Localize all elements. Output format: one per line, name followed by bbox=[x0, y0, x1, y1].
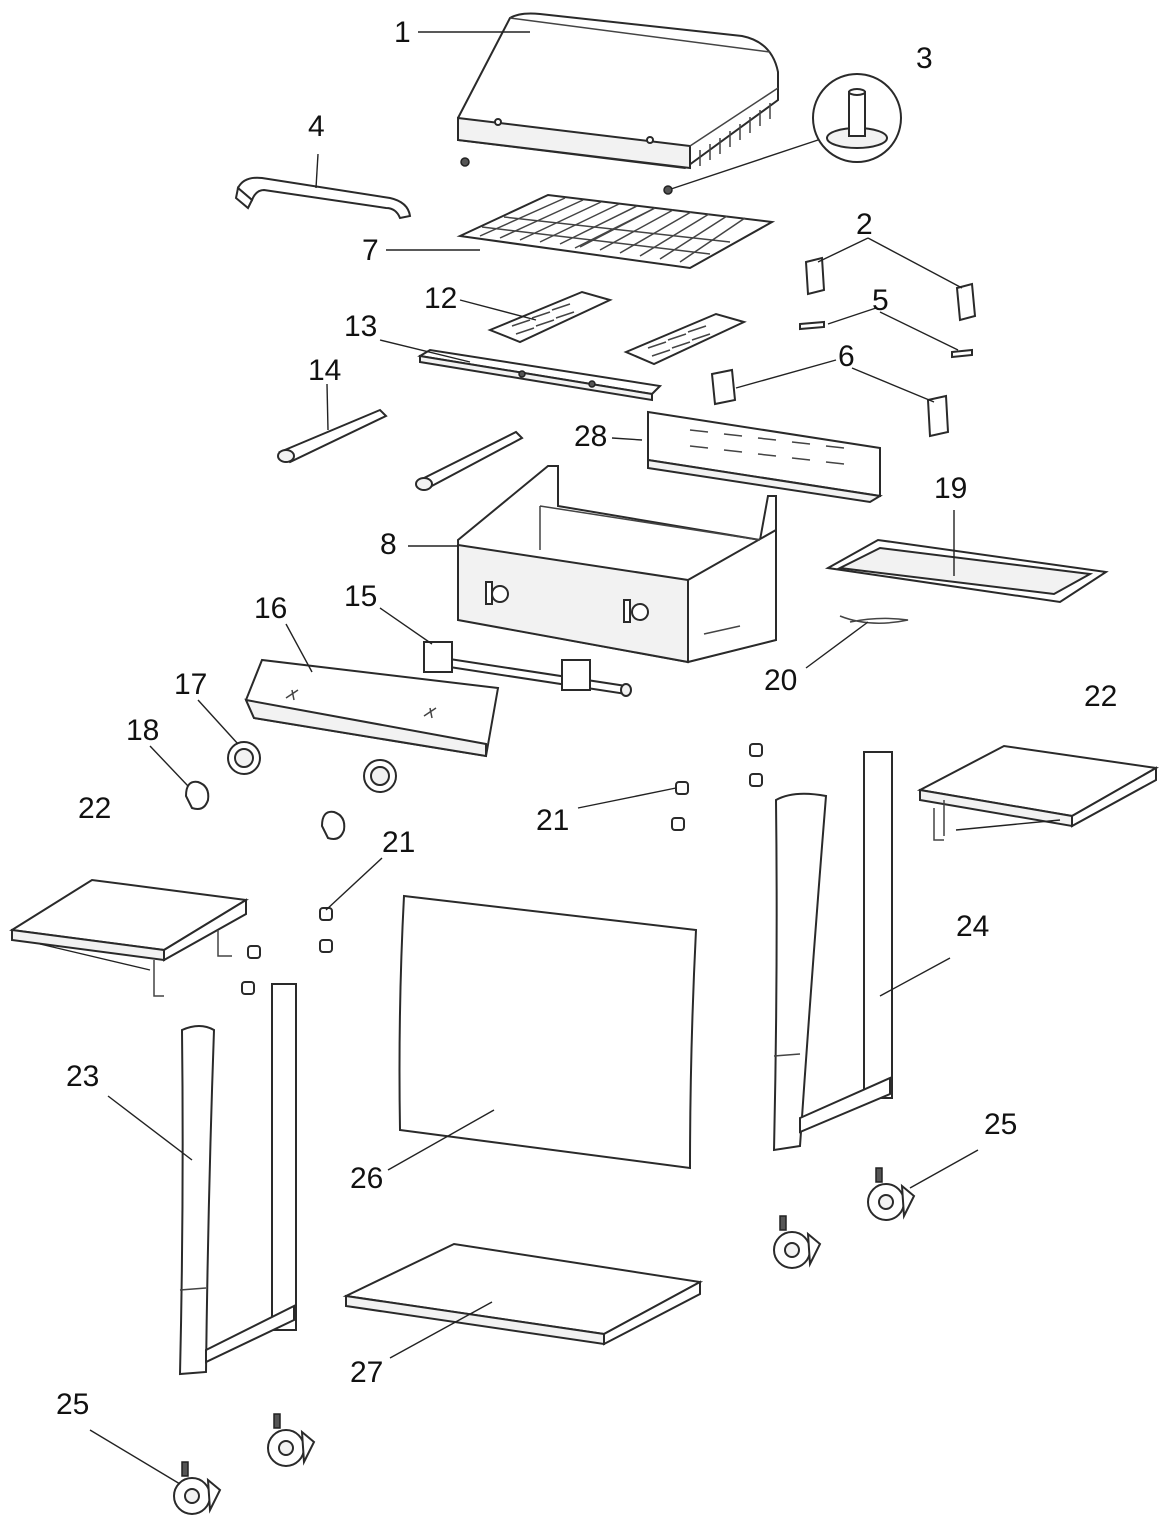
label-part-8: 8 bbox=[380, 528, 397, 561]
part-13-cross-bar bbox=[379, 339, 663, 402]
part-7-cooking-grate bbox=[456, 193, 776, 270]
part-3-thermometer bbox=[460, 73, 902, 195]
label-part-16: 16 bbox=[254, 592, 288, 625]
label-part-13: 13 bbox=[344, 310, 378, 343]
part-14-burners bbox=[277, 383, 524, 491]
label-part-17: 17 bbox=[174, 668, 208, 701]
part-17-bezels bbox=[197, 699, 397, 793]
part-23-left-leg-frame bbox=[107, 983, 297, 1376]
label-part-14: 14 bbox=[308, 354, 342, 387]
part-26-back-panel bbox=[387, 894, 698, 1171]
part-20-wire bbox=[805, 615, 909, 669]
label-part-22-right: 22 bbox=[1084, 680, 1118, 713]
part-24-right-leg-frame bbox=[772, 751, 951, 1152]
label-part-5: 5 bbox=[872, 284, 889, 317]
label-part-2: 2 bbox=[856, 208, 873, 241]
label-part-28: 28 bbox=[574, 420, 608, 453]
part-2-hinge-brackets bbox=[804, 237, 977, 322]
part-15-valve-manifold bbox=[379, 607, 632, 697]
label-part-1: 1 bbox=[394, 16, 411, 49]
part-8-firebox bbox=[408, 465, 777, 664]
part-1-lid bbox=[457, 12, 779, 170]
part-27-bottom-shelf bbox=[342, 1242, 704, 1359]
label-part-22-left: 22 bbox=[78, 792, 112, 825]
label-part-15: 15 bbox=[344, 580, 378, 613]
part-6-brackets bbox=[710, 359, 950, 438]
part-22-side-shelf-left bbox=[9, 878, 249, 997]
label-part-7: 7 bbox=[362, 234, 379, 267]
part-4-handle bbox=[234, 176, 412, 220]
label-part-25-right: 25 bbox=[984, 1108, 1018, 1141]
label-part-26: 26 bbox=[350, 1162, 384, 1195]
part-22-side-shelf-right bbox=[916, 744, 1160, 841]
label-part-20: 20 bbox=[764, 664, 798, 697]
part-21-spacers bbox=[241, 743, 763, 995]
label-part-19: 19 bbox=[934, 472, 968, 505]
label-part-4: 4 bbox=[308, 110, 325, 143]
label-part-23: 23 bbox=[66, 1060, 100, 1093]
label-part-25-left: 25 bbox=[56, 1388, 90, 1421]
part-25-casters bbox=[89, 1149, 979, 1515]
leader-4 bbox=[315, 153, 319, 189]
part-5-pins bbox=[799, 307, 973, 359]
part-19-grease-tray bbox=[824, 510, 1109, 604]
part-18-knobs bbox=[149, 745, 346, 840]
label-part-21-right: 21 bbox=[536, 804, 570, 837]
label-part-27: 27 bbox=[350, 1356, 384, 1389]
part-12-flame-tamers bbox=[459, 290, 747, 366]
label-part-21-left: 21 bbox=[382, 826, 416, 859]
part-28-heat-shield bbox=[611, 410, 883, 504]
label-part-6: 6 bbox=[838, 340, 855, 373]
label-part-18: 18 bbox=[126, 714, 160, 747]
label-part-24: 24 bbox=[956, 910, 990, 943]
label-part-3: 3 bbox=[916, 42, 933, 75]
part-16-control-panel bbox=[244, 623, 500, 758]
label-part-12: 12 bbox=[424, 282, 458, 315]
